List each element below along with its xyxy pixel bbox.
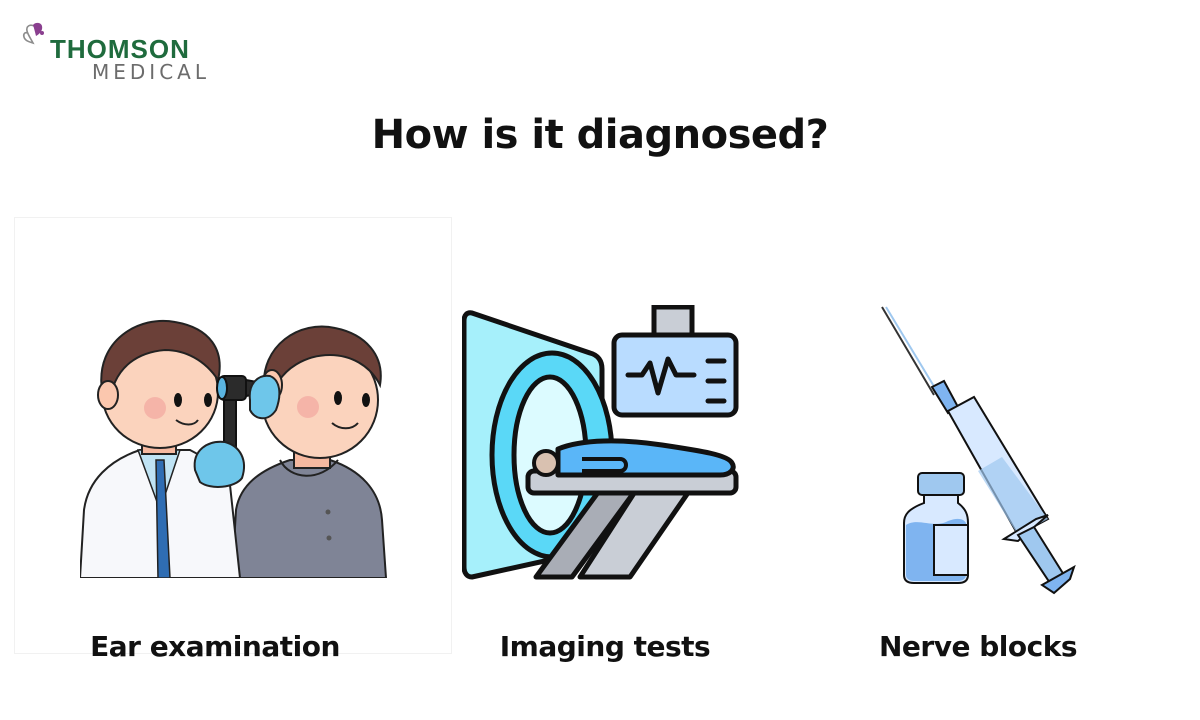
ear-examination-card [14,217,452,654]
method-label-nerve-blocks: Nerve blocks [879,630,1077,663]
doctor-otoscope-illustration-icon [80,319,388,578]
syringe-vial-icon [881,306,1076,595]
page-title: How is it diagnosed? [371,112,829,158]
method-label-imaging-tests: Imaging tests [499,630,711,663]
butterfly-logo-icon [22,22,44,45]
mri-scanner-icon [462,305,739,580]
logo-text-medical: MEDICAL [92,60,210,84]
method-label-ear-examination: Ear examination [90,630,340,663]
logo-text-thomson: THOMSON [50,34,190,64]
thomson-medical-logo: THOMSON MEDICAL [20,22,220,84]
